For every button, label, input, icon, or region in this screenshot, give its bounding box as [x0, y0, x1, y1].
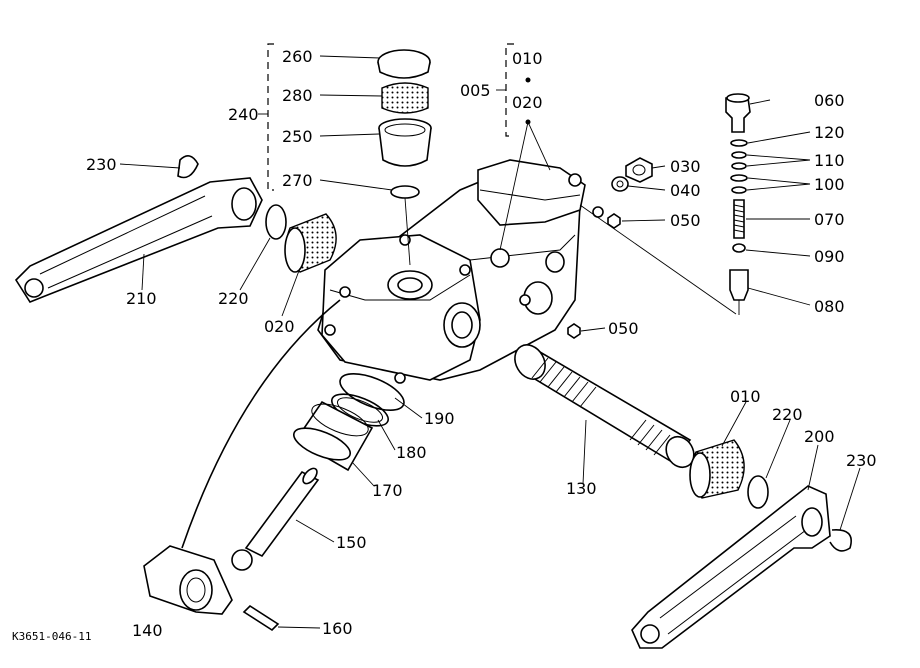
label-220-left: 220 [218, 289, 249, 308]
label-180: 180 [396, 443, 427, 462]
nut-050-lower [567, 323, 581, 339]
label-030: 030 [670, 157, 701, 176]
figure-code: K3651-046-11 [12, 630, 91, 643]
label-210: 210 [126, 289, 157, 308]
label-010-right: 010 [730, 387, 761, 406]
label-120: 120 [814, 123, 845, 142]
label-270: 270 [282, 171, 313, 190]
filter-280 [381, 82, 429, 114]
label-080: 080 [814, 297, 845, 316]
bushing-020-left [284, 213, 337, 273]
pin-160 [242, 604, 280, 632]
label-200: 200 [804, 427, 835, 446]
label-010-top: 010 [512, 49, 543, 68]
label-140: 140 [132, 621, 163, 640]
valve-housing [317, 159, 604, 384]
bracket-240 [267, 43, 274, 191]
washer-040 [611, 176, 629, 192]
label-150: 150 [336, 533, 367, 552]
o-ring-220-right [747, 475, 769, 509]
label-060: 060 [814, 91, 845, 110]
label-040: 040 [670, 181, 701, 200]
arm-140 [143, 545, 233, 615]
part-labels: 260 280 250 270 240 010 020 005 060 120 … [12, 47, 877, 643]
label-050-upper: 050 [670, 211, 701, 230]
piston-170 [293, 400, 374, 472]
label-130: 130 [566, 479, 597, 498]
label-280: 280 [282, 86, 313, 105]
cup-250 [378, 118, 432, 167]
label-160: 160 [322, 619, 353, 638]
label-070: 070 [814, 210, 845, 229]
relief-valve-assembly [725, 93, 751, 315]
label-110: 110 [814, 151, 845, 170]
label-250: 250 [282, 127, 313, 146]
label-230-left: 230 [86, 155, 117, 174]
rod-150 [231, 467, 320, 571]
leader-lines [119, 55, 861, 629]
label-170: 170 [372, 481, 403, 500]
o-ring-220-left [265, 204, 287, 240]
label-020-top: 020 [512, 93, 543, 112]
label-220-right: 220 [772, 405, 803, 424]
cap-260 [377, 49, 431, 79]
cross-shaft-130 [514, 344, 695, 469]
label-050-lower: 050 [608, 319, 639, 338]
label-020-left: 020 [264, 317, 295, 336]
bushing-010-right [689, 439, 745, 499]
plug-030 [625, 157, 653, 183]
ring-230-right [829, 529, 852, 552]
lift-arm-210 [14, 155, 263, 303]
lift-arm-200 [631, 485, 831, 649]
label-230-right: 230 [846, 451, 877, 470]
label-100: 100 [814, 175, 845, 194]
label-090: 090 [814, 247, 845, 266]
label-240: 240 [228, 105, 259, 124]
label-260: 260 [282, 47, 313, 66]
label-190: 190 [424, 409, 455, 428]
nut-050-upper [607, 213, 621, 229]
label-005: 005 [460, 81, 491, 100]
o-ring-270 [390, 185, 420, 199]
